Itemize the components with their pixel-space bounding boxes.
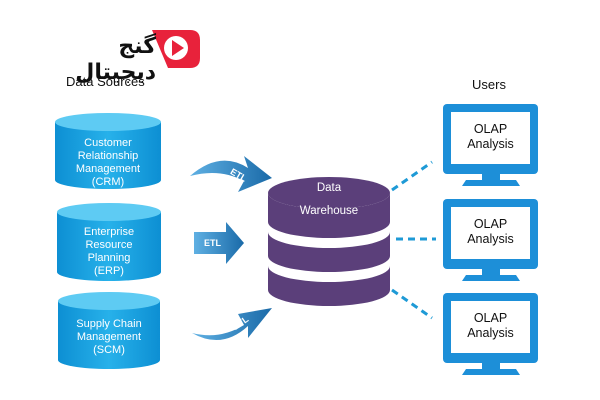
source-label-scm: Supply Chain Management (SCM)	[76, 318, 142, 356]
source-cylinder-scm	[58, 292, 160, 369]
etl-label-middle: ETL	[204, 238, 221, 248]
warehouse-label-line2: Warehouse	[299, 205, 359, 217]
monitor-icon-3	[443, 293, 538, 375]
user-label-3: OLAP Analysis	[467, 311, 514, 340]
monitor-icon-2	[443, 199, 538, 281]
etl-arrow-top	[190, 156, 272, 192]
logo-text: گنج دیجیتال	[75, 33, 156, 84]
source-label-erp: Enterprise Resource Planning (ERP)	[83, 226, 135, 277]
warehouse-label-line1: Data	[316, 182, 342, 194]
monitor-icon-1	[443, 104, 538, 186]
data-warehouse-icon	[268, 177, 390, 306]
source-cylinder-erp	[57, 203, 161, 281]
etl-arrow-bottom	[192, 308, 272, 341]
users-heading: Users	[472, 77, 506, 92]
source-cylinder-crm	[55, 113, 161, 189]
source-label-crm: Customer Relationship Management (CRM)	[75, 137, 141, 188]
user-label-2: OLAP Analysis	[467, 217, 514, 246]
logo-icon	[152, 30, 200, 68]
user-label-1: OLAP Analysis	[467, 122, 514, 151]
data-sources-heading: Data Sources	[66, 74, 145, 89]
etl-arrow-middle	[194, 222, 244, 264]
connector-dashes	[391, 160, 436, 320]
